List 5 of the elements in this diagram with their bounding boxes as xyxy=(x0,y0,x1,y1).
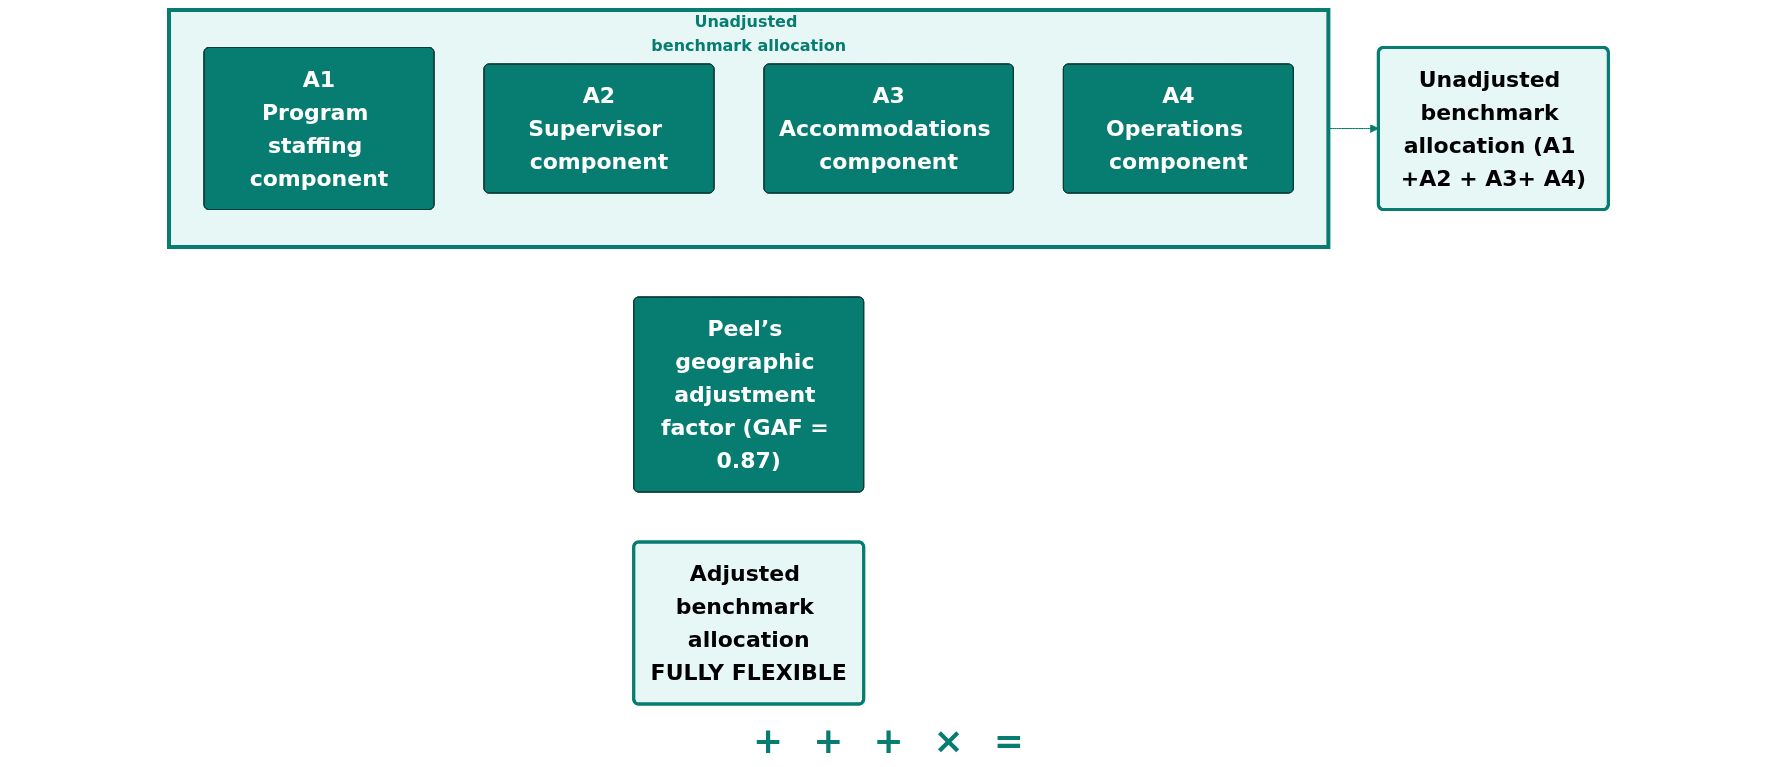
operator-sign: + xyxy=(813,720,844,761)
operator-sign: = xyxy=(993,720,1024,761)
operator-sign: × xyxy=(933,720,964,761)
operator-sign: + xyxy=(873,720,904,761)
operator-sign: + xyxy=(753,720,784,761)
